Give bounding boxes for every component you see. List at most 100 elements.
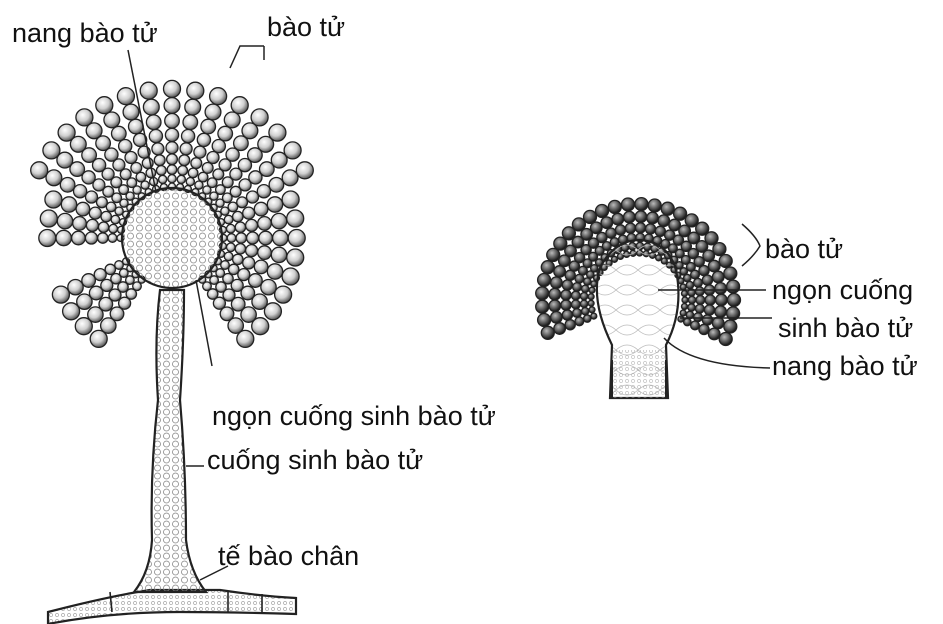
spore — [680, 284, 686, 290]
spore — [233, 211, 243, 221]
spore — [699, 324, 709, 334]
spore — [686, 281, 693, 288]
spore — [635, 223, 645, 233]
spore — [615, 225, 625, 235]
spore — [52, 286, 69, 303]
spore — [75, 318, 92, 335]
spore — [708, 328, 720, 340]
spore — [166, 142, 178, 154]
label-left-sporangium: nang bào tử — [12, 20, 158, 47]
spore — [702, 275, 712, 285]
spore — [180, 143, 192, 155]
spore — [186, 178, 194, 186]
spore — [282, 191, 299, 208]
spore — [684, 318, 691, 325]
spore — [85, 232, 97, 244]
spore — [146, 115, 161, 130]
spore — [72, 231, 86, 245]
spore — [94, 269, 106, 281]
spore — [131, 163, 142, 174]
spore — [610, 238, 619, 247]
spore — [207, 152, 219, 164]
spore — [98, 222, 108, 232]
spore — [588, 300, 594, 306]
spore — [275, 286, 292, 303]
spore — [60, 178, 75, 193]
spore — [580, 293, 587, 300]
spore — [547, 248, 560, 261]
spore — [43, 142, 60, 159]
spore — [589, 307, 595, 313]
spore — [271, 213, 286, 228]
spore — [561, 300, 571, 310]
spore — [267, 264, 282, 279]
spore — [551, 277, 563, 289]
spore — [684, 274, 691, 281]
spore — [97, 197, 108, 208]
spore — [562, 280, 572, 290]
spore — [691, 270, 700, 279]
spore — [612, 213, 624, 225]
spore — [194, 146, 206, 158]
spore — [258, 217, 272, 231]
spore — [682, 291, 688, 297]
spore — [635, 211, 647, 223]
spore — [129, 119, 144, 134]
spore — [39, 230, 56, 247]
spore — [713, 243, 726, 256]
spore — [149, 130, 162, 143]
spore — [699, 266, 709, 276]
spore — [296, 162, 313, 179]
sporangiophore-stalk — [134, 290, 206, 592]
spore — [61, 197, 76, 212]
spore — [89, 207, 101, 219]
spore — [705, 295, 715, 305]
spore — [46, 170, 62, 186]
spore — [235, 222, 245, 232]
spore — [86, 219, 98, 231]
spore — [224, 215, 233, 224]
spore — [178, 166, 188, 176]
label-right-tip-line1: ngọn cuống — [772, 277, 913, 304]
spore — [82, 274, 96, 288]
spore — [580, 300, 587, 307]
spore — [115, 261, 124, 270]
spore — [538, 314, 551, 327]
spore — [259, 231, 273, 245]
spore — [271, 247, 286, 262]
spore — [56, 230, 71, 245]
spore — [655, 226, 665, 236]
spore — [76, 109, 93, 126]
spore — [635, 198, 648, 211]
spore — [205, 104, 221, 120]
spore — [624, 211, 636, 223]
spore — [73, 217, 87, 231]
spore — [227, 234, 236, 243]
spore — [715, 306, 727, 318]
spore — [561, 290, 571, 300]
spore — [288, 230, 305, 247]
spore — [575, 317, 584, 326]
spore — [647, 212, 659, 224]
spore — [541, 326, 554, 339]
spore — [157, 166, 167, 176]
spore — [183, 115, 198, 130]
spore — [243, 207, 255, 219]
spore — [695, 287, 704, 296]
spore — [140, 82, 157, 99]
spore — [238, 269, 250, 281]
spore — [257, 185, 270, 198]
spore — [724, 267, 737, 280]
spore — [187, 82, 204, 99]
spore — [622, 198, 635, 211]
spore — [221, 261, 230, 270]
spore — [165, 128, 178, 141]
spore — [254, 260, 268, 274]
spore — [562, 310, 572, 320]
spore — [101, 211, 111, 221]
spore — [596, 205, 609, 218]
spore — [167, 154, 178, 165]
spore — [224, 112, 240, 128]
spore — [572, 218, 585, 231]
